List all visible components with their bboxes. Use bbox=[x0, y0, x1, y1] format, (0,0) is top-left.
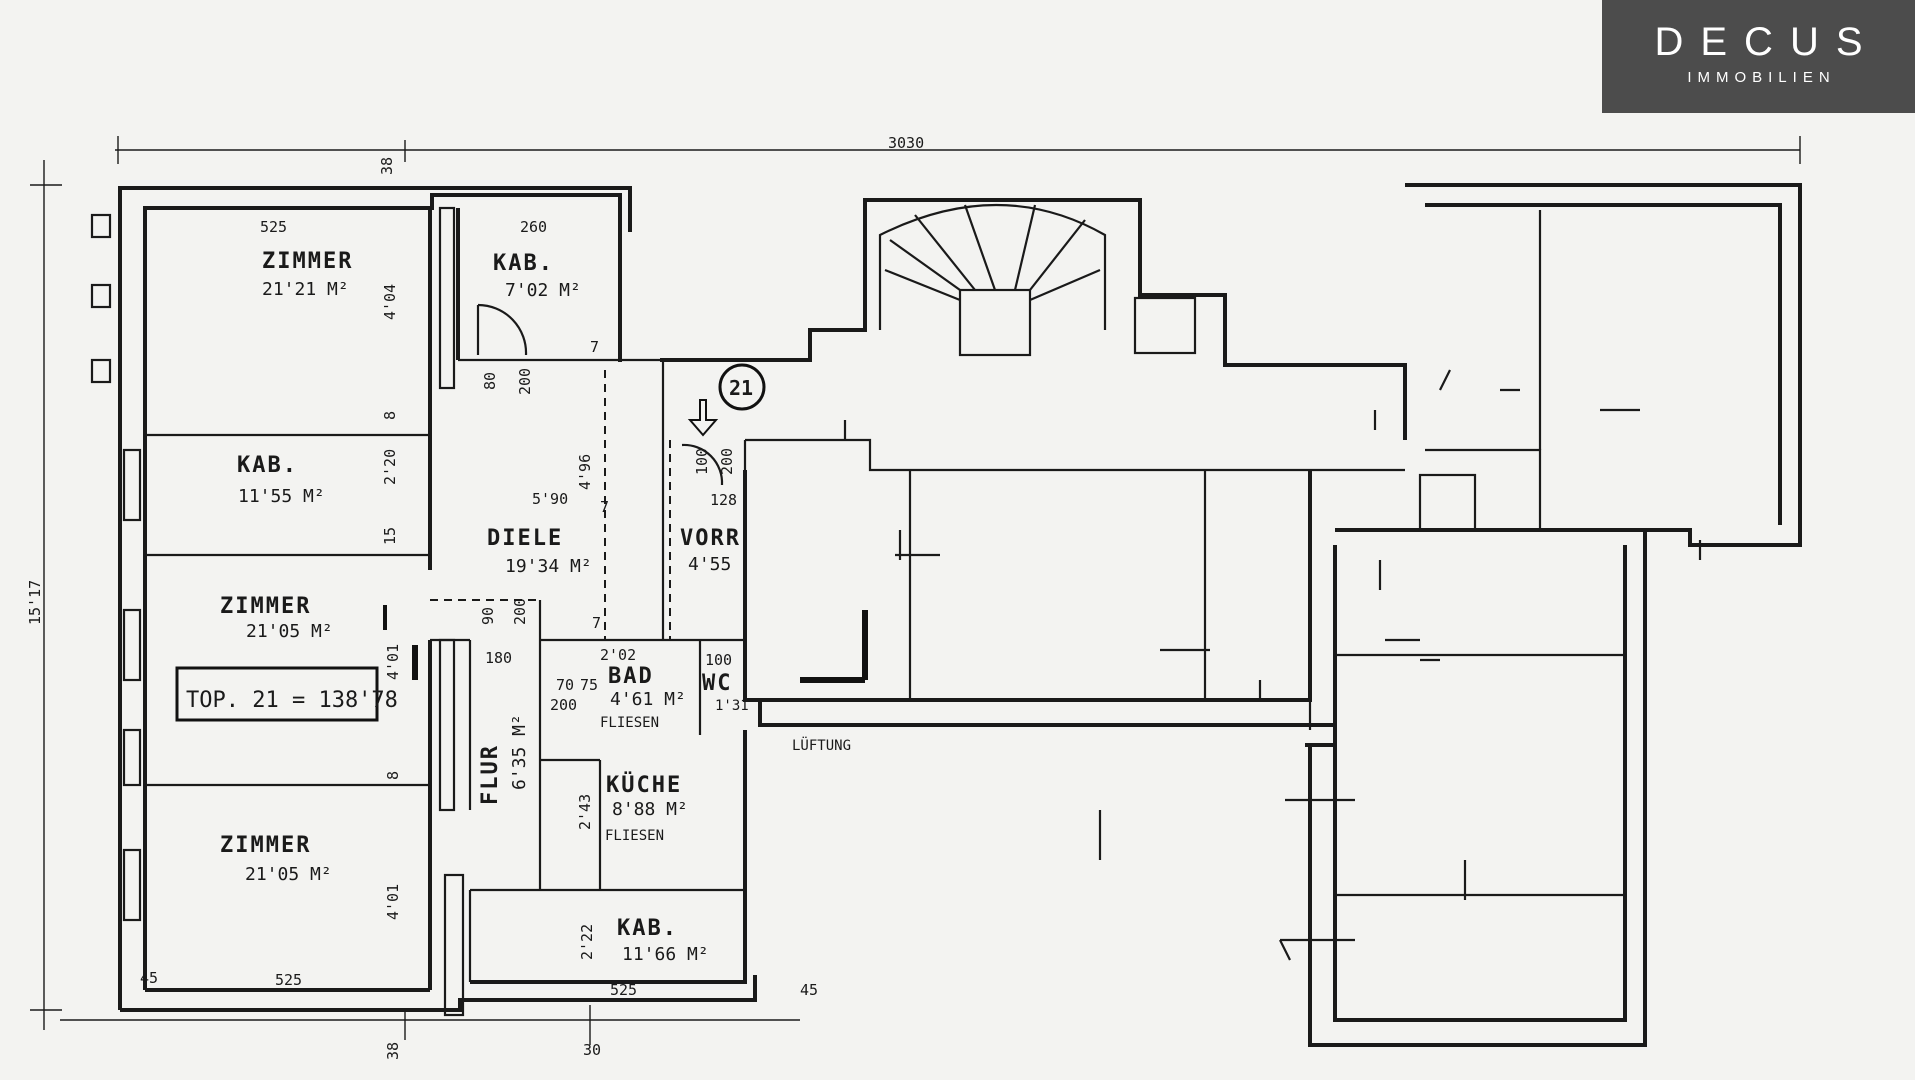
room-area-zimmer-3: 21'05 M² bbox=[245, 864, 332, 885]
dimension-lines bbox=[30, 136, 1801, 1045]
dim-bad-door-b: 75 bbox=[580, 676, 598, 694]
room-area-kab-2: 11'55 M² bbox=[238, 486, 325, 507]
dim-door-d: 200 bbox=[511, 598, 529, 625]
room-name-flur: FLUR bbox=[478, 744, 503, 805]
room-name-kab-1: KAB. bbox=[493, 251, 554, 276]
dim-bottom-offset: 38 bbox=[384, 1042, 402, 1060]
dim-kueche-a: 2'43 bbox=[576, 794, 594, 830]
room-area-kab-3: 11'66 M² bbox=[622, 944, 709, 965]
dim-diele-door-b: 200 bbox=[516, 368, 534, 395]
room-note-kueche: FLIESEN bbox=[605, 828, 664, 844]
dim-diele-door-a: 80 bbox=[481, 372, 499, 390]
dim-gap-d: 7 bbox=[590, 338, 599, 356]
dim-zimmer3-depth: 4'01 bbox=[384, 884, 402, 920]
dim-top-offset: 38 bbox=[378, 157, 396, 175]
total-area-box bbox=[175, 666, 379, 722]
room-area-zimmer-1: 21'21 M² bbox=[262, 279, 349, 300]
dim-door-c: 90 bbox=[479, 607, 497, 625]
room-labels: ZIMMER 21'21 M² KAB. 7'02 M² KAB. 11'55 … bbox=[220, 249, 749, 965]
dim-diele-depth: 4'96 bbox=[576, 454, 594, 490]
dim-vorr-a: 100 bbox=[693, 448, 711, 475]
room-name-zimmer-3: ZIMMER bbox=[220, 833, 311, 858]
room-name-vorr: VORR bbox=[680, 526, 741, 551]
room-area-diele: 19'34 M² bbox=[505, 556, 592, 577]
dim-gap-b: 15 bbox=[381, 527, 399, 545]
room-name-diele: DIELE bbox=[487, 526, 563, 551]
unit-number: 21 bbox=[729, 376, 753, 400]
dim-bad-door-a: 70 bbox=[556, 676, 574, 694]
room-area-wc: 1'31 bbox=[715, 698, 749, 714]
building-walls-right bbox=[660, 183, 1802, 1047]
dim-kab1-width: 260 bbox=[520, 218, 547, 236]
dim-zimmer1-width: 525 bbox=[260, 218, 287, 236]
room-note-bad: FLIESEN bbox=[600, 715, 659, 731]
brand-subtitle: IMMOBILIEN bbox=[1687, 69, 1836, 86]
dim-bad-door-c: 200 bbox=[550, 696, 577, 714]
dim-bad-w: 2'02 bbox=[600, 646, 636, 664]
room-name-zimmer-1: ZIMMER bbox=[262, 249, 353, 274]
dim-bottom-mid: 30 bbox=[583, 1041, 601, 1059]
room-name-bad: BAD bbox=[608, 664, 654, 689]
dim-gap-f: 8 bbox=[384, 771, 402, 780]
dim-kab3-width: 525 bbox=[610, 981, 637, 999]
total-area-label: TOP. 21 = 138'78 bbox=[186, 688, 398, 713]
dim-bottom-right: 45 bbox=[800, 981, 818, 999]
room-name-kab-3: KAB. bbox=[617, 916, 678, 941]
room-area-vorr: 4'55 bbox=[688, 554, 731, 575]
ventilation-label: LÜFTUNG bbox=[792, 736, 851, 754]
dim-zimmer1-depth: 4'04 bbox=[381, 284, 399, 320]
dim-gap-a: 8 bbox=[381, 411, 399, 420]
dim-overall-depth: 15'17 bbox=[26, 580, 44, 625]
room-name-wc: WC bbox=[702, 671, 733, 696]
room-area-zimmer-2: 21'05 M² bbox=[246, 621, 333, 642]
brand-logo: DECUS IMMOBILIEN bbox=[1602, 0, 1915, 113]
dim-zimmer3-width: 525 bbox=[275, 971, 302, 989]
brand-name: DECUS bbox=[1654, 20, 1880, 64]
dim-overall-width: 3030 bbox=[888, 134, 924, 152]
room-area-flur: 6'35 M² bbox=[509, 714, 530, 790]
dim-flur-w: 180 bbox=[485, 649, 512, 667]
room-name-kab-2: KAB. bbox=[237, 453, 298, 478]
dim-vorr-w: 128 bbox=[710, 491, 737, 509]
dim-kab3-depth: 2'22 bbox=[578, 924, 596, 960]
entrance-arrow-icon bbox=[687, 399, 719, 437]
room-area-kab-1: 7'02 M² bbox=[505, 280, 581, 301]
room-area-kueche: 8'88 M² bbox=[612, 799, 688, 820]
dim-wc-w: 100 bbox=[705, 651, 732, 669]
room-area-bad: 4'61 M² bbox=[610, 689, 686, 710]
dim-zimmer2-depth: 4'01 bbox=[384, 644, 402, 680]
dim-diele-width: 5'90 bbox=[532, 490, 568, 508]
room-name-kueche: KÜCHE bbox=[606, 772, 682, 798]
dim-vorr-b: 200 bbox=[718, 448, 736, 475]
dim-gap-e: 7 bbox=[592, 614, 601, 632]
room-name-zimmer-2: ZIMMER bbox=[220, 594, 311, 619]
dim-bottom-left: 45 bbox=[140, 969, 158, 987]
apartment-walls bbox=[90, 186, 868, 1017]
dim-kab2-depth: 2'20 bbox=[381, 449, 399, 485]
dimension-labels: 3030 15'17 38 38 30 525 260 4'04 2'20 8 … bbox=[26, 134, 924, 1060]
dim-gap-c: 7 bbox=[600, 498, 609, 516]
unit-number-circle bbox=[718, 363, 766, 411]
